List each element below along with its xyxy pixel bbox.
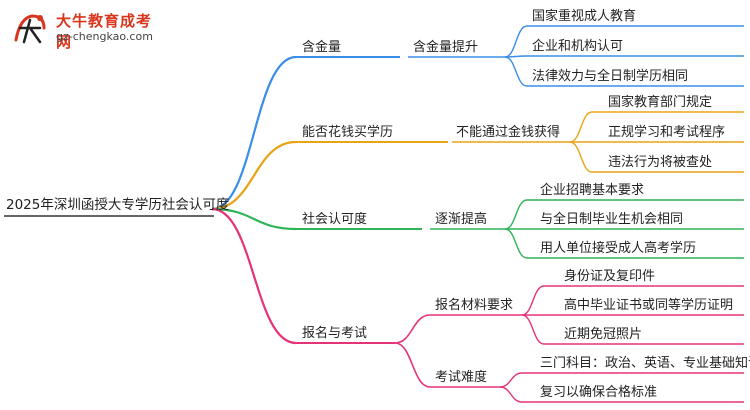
branch-connector-4 <box>211 207 297 345</box>
site-logo[interactable]: 大牛教育成考网 gz-chengkao.com <box>6 6 166 51</box>
leaf-node-1-1-2[interactable]: 企业和机构认可 <box>532 39 624 54</box>
logo-title: 大牛教育成考网 <box>56 12 153 51</box>
sub-node-2-1[interactable]: 不能通过金钱获得 <box>456 125 561 140</box>
leaf-node-4-1-1[interactable]: 身份证及复印件 <box>564 269 656 284</box>
leaf-connector-4-1-3 <box>521 314 545 345</box>
sub-node-4-2[interactable]: 考试难度 <box>435 370 488 385</box>
leaf-connector-3-1-1 <box>504 199 528 230</box>
leaf-node-3-1-2[interactable]: 与全日制毕业生机会相同 <box>540 212 684 227</box>
sub-node-1-1[interactable]: 含金量提升 <box>413 40 479 55</box>
leaf-node-4-2-1[interactable]: 三门科目：政治、英语、专业基础知识 <box>540 356 750 371</box>
branch-node-3[interactable]: 社会认可度 <box>302 212 368 227</box>
leaf-connector-2-1-3 <box>569 141 593 173</box>
branch-node-1[interactable]: 含金量 <box>302 40 342 55</box>
leaf-node-2-1-3[interactable]: 违法行为将被查处 <box>608 155 713 170</box>
leaf-node-2-1-1[interactable]: 国家教育部门规定 <box>608 95 713 110</box>
sub-node-4-1[interactable]: 报名材料要求 <box>435 298 514 313</box>
leaf-node-2-1-2[interactable]: 正规学习和考试程序 <box>608 125 726 140</box>
sub-connector-4-1 <box>394 314 431 344</box>
logo-mark-icon <box>14 14 46 44</box>
root-node[interactable]: 2025年深圳函授大专学历社会认可度 <box>6 197 230 213</box>
leaf-connector-4-2-2 <box>499 386 523 403</box>
branch-connector-3 <box>211 207 297 231</box>
leaf-node-3-1-3[interactable]: 用人单位接受成人高考学历 <box>540 241 697 256</box>
leaf-connector-4-1-1 <box>521 285 545 316</box>
leaf-connector-4-2-1 <box>499 372 523 388</box>
logo-url: gz-chengkao.com <box>56 30 153 43</box>
sub-connector-4-2 <box>394 342 431 388</box>
branch-connector-1 <box>211 55 297 211</box>
leaf-connector-2-1-1 <box>569 111 593 143</box>
leaf-node-4-1-2[interactable]: 高中毕业证书或同等学历证明 <box>564 298 734 313</box>
leaf-connector-1-1-3 <box>504 56 528 87</box>
leaf-node-3-1-1[interactable]: 企业招聘基本要求 <box>540 183 645 198</box>
leaf-node-1-1-3[interactable]: 法律效力与全日制学历相同 <box>532 69 689 84</box>
leaf-connector-3-1-3 <box>504 228 528 259</box>
branch-node-2[interactable]: 能否花钱买学历 <box>302 125 394 140</box>
leaf-node-1-1-1[interactable]: 国家重视成人教育 <box>532 9 637 24</box>
leaf-connector-1-1-1 <box>504 25 528 58</box>
branch-node-4[interactable]: 报名与考试 <box>302 326 368 341</box>
branch-connector-2 <box>211 140 297 211</box>
leaf-node-4-1-3[interactable]: 近期免冠照片 <box>564 327 643 342</box>
leaf-node-4-2-2[interactable]: 复习以确保合格标准 <box>540 385 658 400</box>
sub-node-3-1[interactable]: 逐渐提高 <box>435 212 488 227</box>
